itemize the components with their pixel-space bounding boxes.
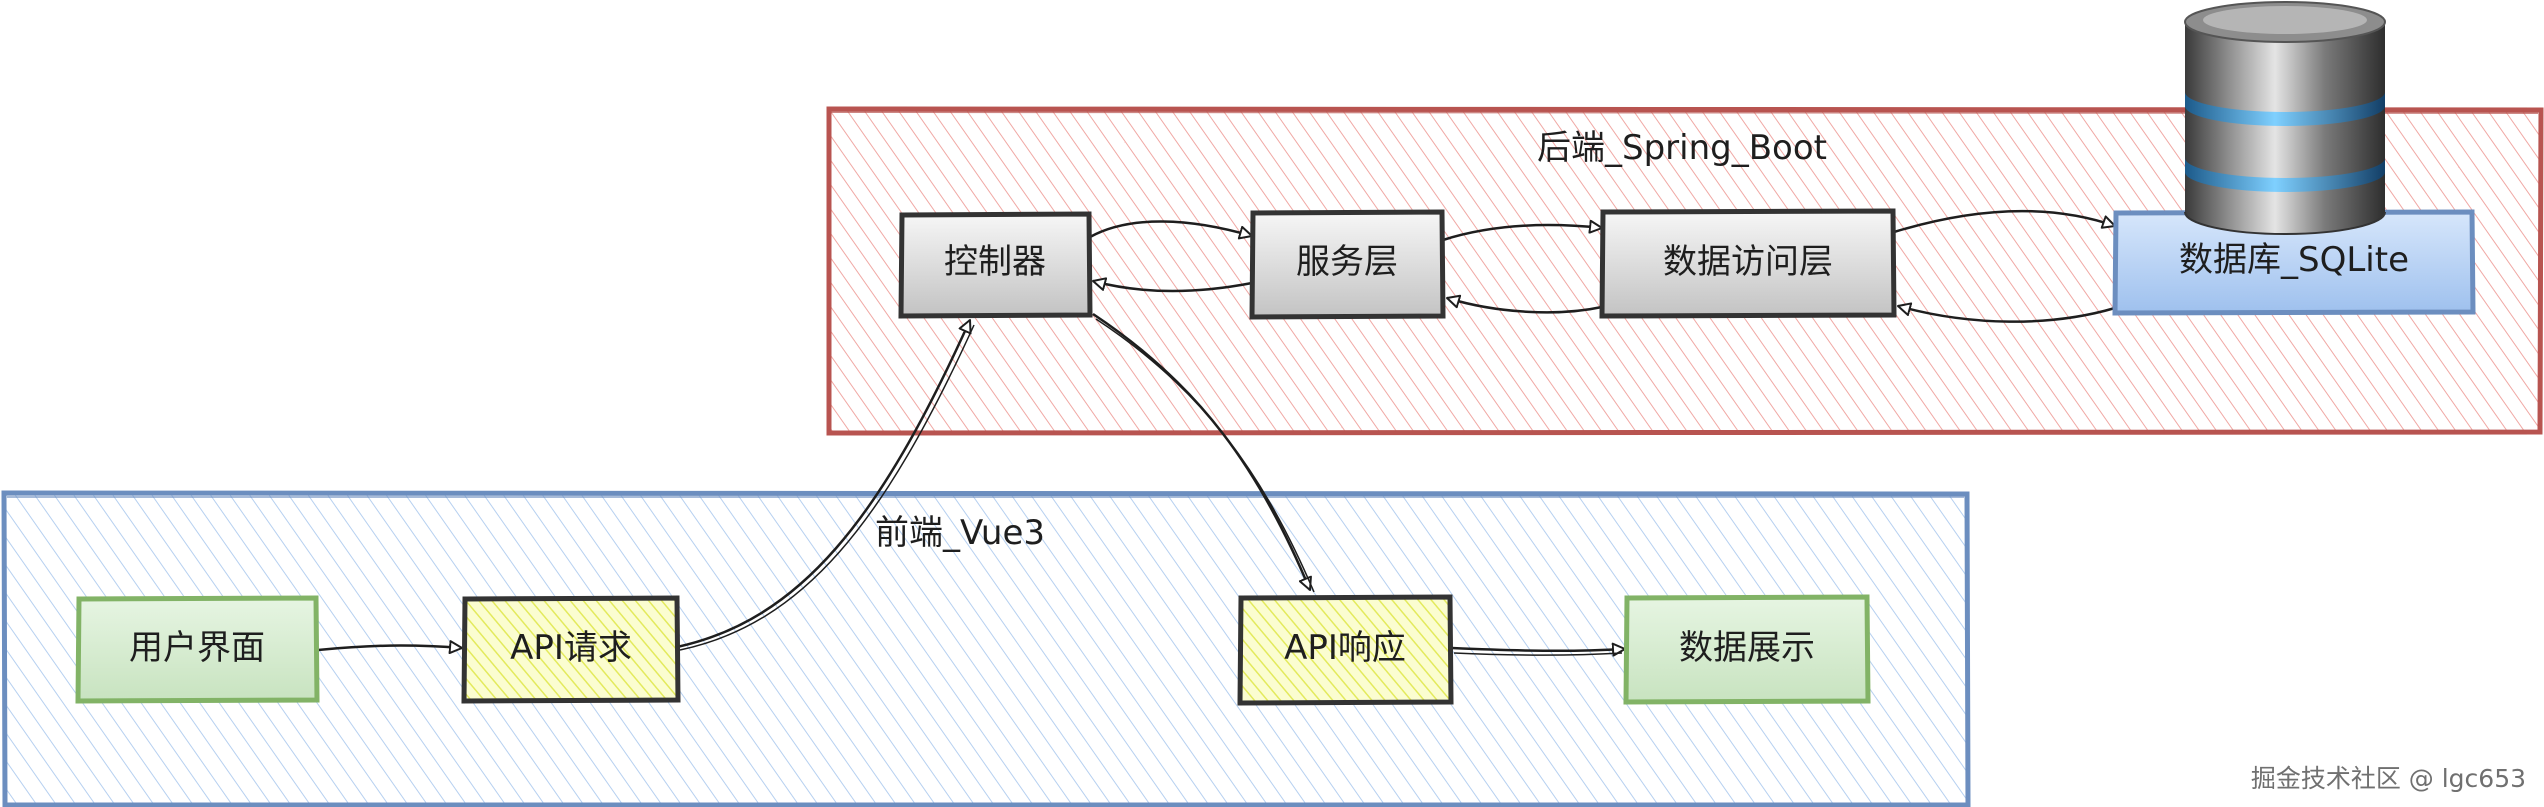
backend-group-label: 后端_Spring_Boot (1537, 128, 1827, 168)
node-service[interactable]: 服务层 (1249, 209, 1446, 320)
edge-database-to-dao (1897, 302, 2116, 323)
node-controller[interactable]: 控制器 (898, 211, 1093, 319)
node-api-request-label: API请求 (510, 628, 632, 668)
edge-ui-to-api-request (317, 640, 463, 655)
edge-controller-to-service (1089, 220, 1253, 240)
node-database-label: 数据库_SQLite (2179, 240, 2409, 280)
edge-dao-to-database (1893, 209, 2116, 234)
edge-service-to-dao (1442, 219, 1603, 242)
edge-service-to-controller (1092, 277, 1253, 293)
node-api-response[interactable]: API响应 (1237, 594, 1454, 706)
edge-api-response-to-display (1451, 642, 1626, 657)
node-service-label: 服务层 (1296, 242, 1398, 282)
node-api-response-label: API响应 (1284, 628, 1406, 668)
node-api-request[interactable]: API请求 (461, 595, 681, 704)
database-cylinder-icon (2184, 1, 2386, 235)
node-ui-label: 用户界面 (129, 628, 265, 668)
node-data-display-label: 数据展示 (1679, 628, 1815, 668)
watermark: 掘金技术社区 @ lgc653 (2250, 764, 2526, 793)
edge-dao-to-service (1446, 294, 1603, 314)
node-ui[interactable]: 用户界面 (75, 595, 320, 704)
frontend-group-label: 前端_Vue3 (875, 513, 1045, 553)
edge-api-request-to-controller (676, 319, 972, 649)
node-controller-label: 控制器 (944, 242, 1046, 282)
node-dao-label: 数据访问层 (1663, 242, 1833, 282)
node-dao[interactable]: 数据访问层 (1599, 208, 1897, 319)
node-data-display[interactable]: 数据展示 (1623, 594, 1871, 705)
edges (317, 209, 2116, 657)
